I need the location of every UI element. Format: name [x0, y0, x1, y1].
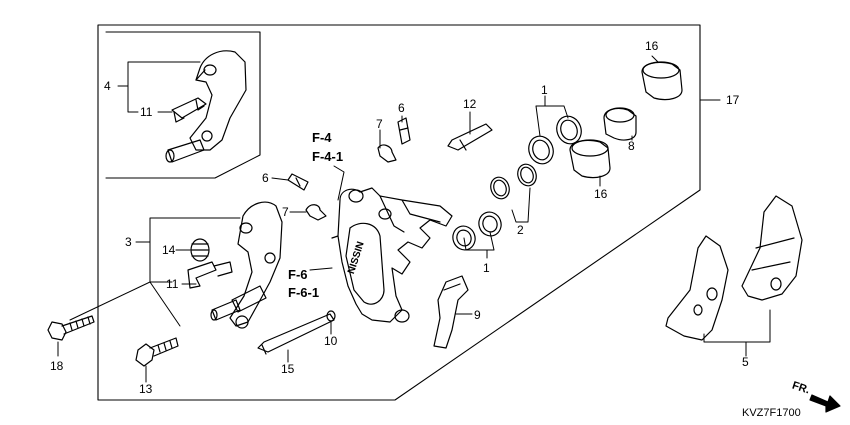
callout-9: 9: [474, 308, 481, 322]
slide-pin-drawing: [257, 313, 335, 355]
callout-5: 5: [742, 355, 749, 369]
diagram-code: KVZ7F1700: [742, 407, 801, 419]
callout-1-top: 1: [541, 83, 548, 97]
callout-16-top: 16: [645, 39, 659, 53]
callout-10: 10: [324, 334, 338, 348]
callout-13: 13: [139, 382, 153, 396]
callout-12: 12: [463, 97, 477, 111]
callout-3: 3: [125, 235, 132, 249]
cap-left-drawing: [305, 204, 327, 221]
callout-16-bottom: 16: [594, 187, 608, 201]
bleeder-top-drawing: [397, 117, 411, 145]
piston-small-drawing: [569, 139, 611, 179]
cap-top-drawing: [377, 144, 397, 163]
reference-f6: F-6: [288, 267, 308, 282]
boot-drawing: [190, 238, 210, 262]
reference-f4-1: F-4-1: [312, 149, 344, 164]
callout-4: 4: [104, 79, 111, 93]
callout-15: 15: [281, 362, 295, 376]
callout-7-left: 7: [282, 205, 289, 219]
sleeve-drawing: [447, 123, 493, 151]
washer-drawing: [326, 310, 336, 322]
pin-bolt-drawing: [135, 337, 179, 367]
callout-18: 18: [50, 359, 64, 373]
main-bracket-drawing: [210, 201, 283, 329]
reference-f4: F-4: [312, 130, 332, 145]
piston-eight-drawing: [603, 107, 637, 141]
caliper-body-drawing: [331, 187, 453, 323]
callout-6-left: 6: [262, 171, 269, 185]
brake-pad-rear-drawing: [665, 235, 729, 341]
callout-11-inset: 11: [140, 105, 153, 119]
callout-1-bottom: 1: [483, 261, 490, 275]
callout-8: 8: [628, 139, 635, 153]
callout-11-main: 11: [166, 277, 179, 291]
leader-lines: [57, 55, 771, 383]
assembly-boundary: [97, 24, 701, 401]
callout-14: 14: [162, 243, 176, 257]
reference-f6-1: F-6-1: [288, 285, 320, 300]
inset-boundary: [105, 31, 261, 179]
pad-spring-drawing: [433, 275, 469, 349]
bolt-drawing: [47, 315, 95, 341]
callout-7-top: 7: [376, 117, 383, 131]
bleeder-left-drawing: [287, 173, 309, 191]
front-direction-arrow: [809, 394, 841, 413]
callout-17: 17: [726, 93, 740, 107]
piston-large-drawing: [641, 61, 683, 101]
seal-rings-drawing: [452, 115, 582, 251]
inset-bracket-drawing: [165, 50, 247, 163]
retainer-clip-drawing: [187, 261, 233, 289]
callout-6-top: 6: [398, 101, 405, 115]
callout-2: 2: [517, 223, 524, 237]
brake-pad-front-drawing: [741, 195, 803, 301]
